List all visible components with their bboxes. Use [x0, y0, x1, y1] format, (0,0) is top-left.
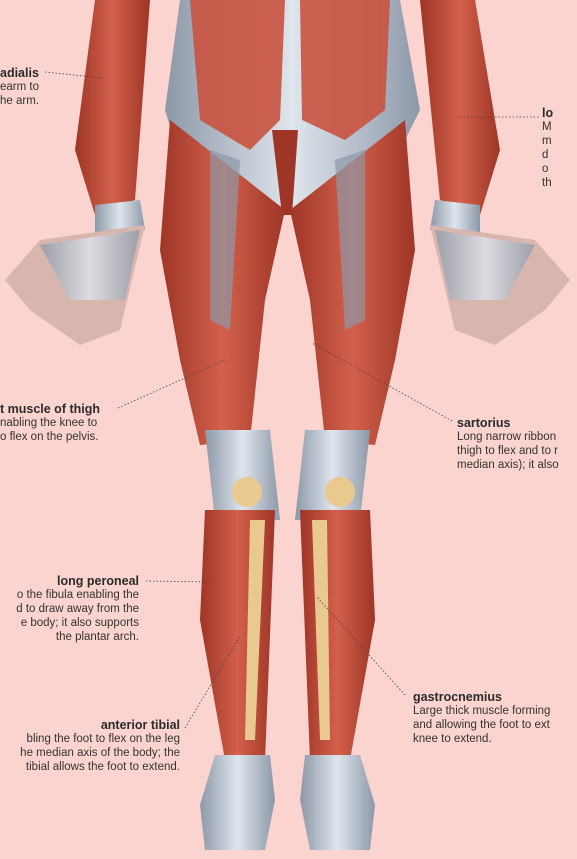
label-long-peroneal-desc-1: o the fibula enabling the	[16, 588, 139, 602]
label-right-top-desc-3: d	[542, 148, 553, 162]
label-gastrocnemius-name: gastrocnemius	[413, 690, 550, 704]
left-forearm	[5, 0, 150, 345]
label-gastrocnemius-desc-2: and allowing the foot to ext	[413, 718, 550, 732]
label-anterior-tibial-name: anterior tibial	[20, 718, 180, 732]
left-lower-leg	[200, 510, 275, 760]
label-radialis-desc-1: earm to	[0, 80, 39, 94]
label-thigh-name: t muscle of thigh	[0, 402, 100, 416]
label-sartorius-desc-3: median axis); it also	[457, 458, 559, 472]
right-lower-leg	[300, 510, 375, 760]
feet	[200, 755, 375, 850]
label-sartorius-name: sartorius	[457, 416, 559, 430]
label-right-top-name: lo	[542, 106, 553, 120]
label-sartorius: sartorius Long narrow ribbon thigh to fl…	[457, 416, 559, 472]
label-thigh: t muscle of thigh nabling the knee to o …	[0, 402, 100, 444]
label-right-top-desc-4: o	[542, 162, 553, 176]
label-thigh-desc-2: o flex on the pelvis.	[0, 430, 100, 444]
label-sartorius-desc-1: Long narrow ribbon	[457, 430, 559, 444]
label-long-peroneal-name: long peroneal	[16, 574, 139, 588]
label-sartorius-desc-2: thigh to flex and to r	[457, 444, 559, 458]
label-long-peroneal-desc-2: d to draw away from the	[16, 602, 139, 616]
label-thigh-desc-1: nabling the knee to	[0, 416, 100, 430]
label-long-peroneal-desc-3: e body; it also supports	[16, 616, 139, 630]
label-long-peroneal-desc-4: the plantar arch.	[16, 630, 139, 644]
label-long-peroneal: long peroneal o the fibula enabling the …	[16, 574, 139, 644]
label-anterior-tibial: anterior tibial bling the foot to flex o…	[20, 718, 180, 774]
label-anterior-tibial-desc-2: he median axis of the body; the	[20, 746, 180, 760]
label-right-top-desc-2: m	[542, 134, 553, 148]
label-radialis-desc-2: he arm.	[0, 94, 39, 108]
label-radialis: adialis earm to he arm.	[0, 66, 39, 108]
label-anterior-tibial-desc-3: tibial allows the foot to extend.	[20, 760, 180, 774]
label-right-top-desc-1: M	[542, 120, 553, 134]
label-right-top-desc-5: th	[542, 176, 553, 190]
label-anterior-tibial-desc-1: bling the foot to flex on the leg	[20, 732, 180, 746]
label-gastrocnemius: gastrocnemius Large thick muscle forming…	[413, 690, 550, 746]
knees	[205, 430, 370, 520]
label-gastrocnemius-desc-1: Large thick muscle forming	[413, 704, 550, 718]
label-radialis-name: adialis	[0, 66, 39, 80]
label-gastrocnemius-desc-3: knee to extend.	[413, 732, 550, 746]
label-right-top: lo M m d o th	[542, 106, 553, 190]
